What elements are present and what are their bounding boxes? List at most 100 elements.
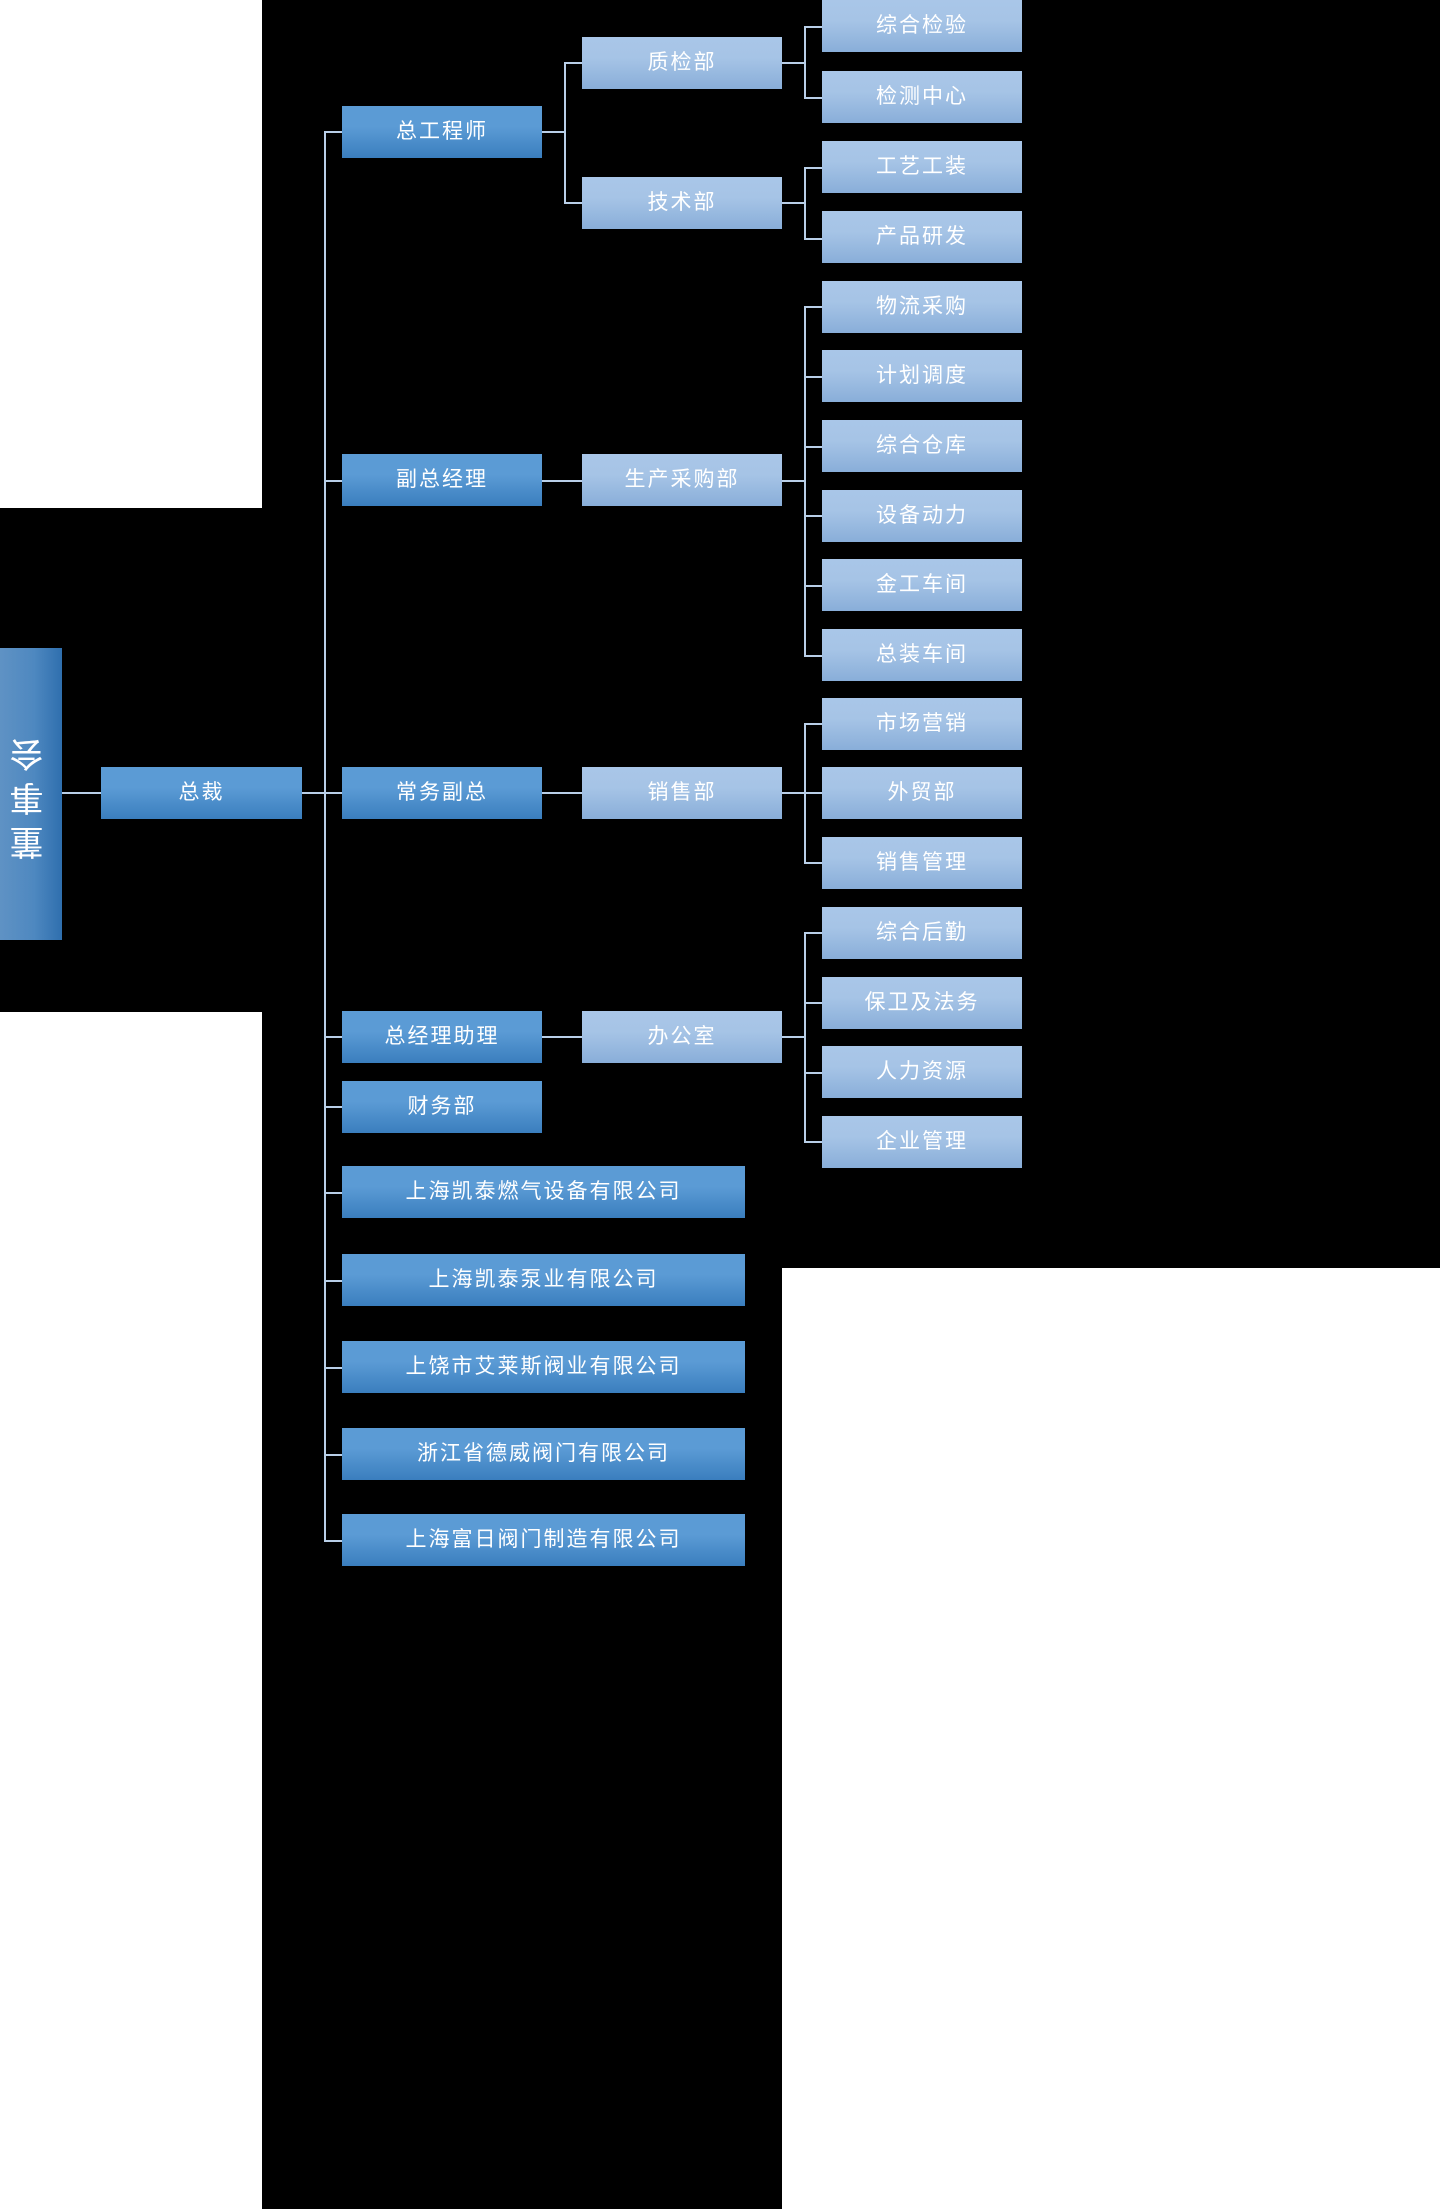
node-subsidiary-ailaisi-valve[interactable]: 上饶市艾莱斯阀业有限公司 xyxy=(342,1341,745,1393)
node-foreign-trade-label: 外贸部 xyxy=(887,781,957,805)
connector-exec-vp-out xyxy=(542,792,582,794)
node-deputy-general-manager-label: 副总经理 xyxy=(396,468,488,492)
node-comprehensive-warehouse[interactable]: 综合仓库 xyxy=(822,420,1022,472)
connector-to-foreign-trade xyxy=(804,792,822,794)
connector-to-technical-dept xyxy=(564,202,582,204)
node-marketing[interactable]: 市场营销 xyxy=(822,698,1022,750)
connector-production-out xyxy=(782,480,804,482)
connector-board-president xyxy=(62,792,101,794)
connector-to-logistics-purchasing xyxy=(804,306,822,308)
node-chief-engineer[interactable]: 总工程师 xyxy=(342,106,542,158)
node-testing-center-label: 检测中心 xyxy=(876,85,968,109)
node-comprehensive-warehouse-label: 综合仓库 xyxy=(876,434,968,458)
node-process-tooling-label: 工艺工装 xyxy=(876,155,968,179)
node-subsidiary-pump-industry-label: 上海凯泰泵业有限公司 xyxy=(428,1268,659,1292)
connector-stub-sub-3 xyxy=(324,1367,342,1369)
connector-to-testing-center xyxy=(804,97,822,99)
node-testing-center[interactable]: 检测中心 xyxy=(822,71,1022,123)
connector-level2-trunk xyxy=(324,131,326,1540)
connector-technical-branch xyxy=(804,167,806,238)
connector-stub-sub-5 xyxy=(324,1540,342,1542)
node-technical-department[interactable]: 技术部 xyxy=(582,177,782,229)
node-subsidiary-furi-valve-label: 上海富日阀门制造有限公司 xyxy=(405,1528,682,1552)
node-sales-department[interactable]: 销售部 xyxy=(582,767,782,819)
connector-stub-finance xyxy=(324,1106,342,1108)
node-process-tooling[interactable]: 工艺工装 xyxy=(822,141,1022,193)
node-machining-workshop-label: 金工车间 xyxy=(876,573,968,597)
node-enterprise-management-label: 企业管理 xyxy=(876,1130,968,1154)
node-sales-department-label: 销售部 xyxy=(647,781,717,805)
connector-to-planning-scheduling xyxy=(804,376,822,378)
connector-to-logistics-support xyxy=(804,932,822,934)
node-finance-department[interactable]: 财务部 xyxy=(342,1081,542,1133)
node-human-resources[interactable]: 人力资源 xyxy=(822,1046,1022,1098)
node-marketing-label: 市场营销 xyxy=(876,712,968,736)
node-enterprise-management[interactable]: 企业管理 xyxy=(822,1116,1022,1168)
node-planning-scheduling-label: 计划调度 xyxy=(876,364,968,388)
node-foreign-trade[interactable]: 外贸部 xyxy=(822,767,1022,819)
connector-to-quality-dept xyxy=(564,62,582,64)
connector-quality-branch xyxy=(804,26,806,97)
node-executive-vice-president[interactable]: 常务副总 xyxy=(342,767,542,819)
connector-production-branch xyxy=(804,306,806,655)
connector-to-security-legal xyxy=(804,1002,822,1004)
node-board-of-directors[interactable]: 董事会 xyxy=(0,648,62,940)
node-chief-engineer-label: 总工程师 xyxy=(396,120,488,144)
node-security-and-legal[interactable]: 保卫及法务 xyxy=(822,977,1022,1029)
node-planning-scheduling[interactable]: 计划调度 xyxy=(822,350,1022,402)
node-comprehensive-logistics[interactable]: 综合后勤 xyxy=(822,907,1022,959)
background-plate-top-left xyxy=(0,0,262,508)
connector-stub-sub-1 xyxy=(324,1192,342,1194)
connector-technical-out xyxy=(782,202,804,204)
node-equipment-power[interactable]: 设备动力 xyxy=(822,490,1022,542)
node-logistics-purchasing-label: 物流采购 xyxy=(876,295,968,319)
connector-stub-sub-4 xyxy=(324,1454,342,1456)
node-finance-department-label: 财务部 xyxy=(407,1095,477,1119)
node-subsidiary-gas-equipment[interactable]: 上海凯泰燃气设备有限公司 xyxy=(342,1166,745,1218)
node-sales-management[interactable]: 销售管理 xyxy=(822,837,1022,889)
connector-stub-sub-2 xyxy=(324,1280,342,1282)
node-subsidiary-dewei-valve[interactable]: 浙江省德威阀门有限公司 xyxy=(342,1428,745,1480)
node-comprehensive-inspection[interactable]: 综合检验 xyxy=(822,0,1022,52)
node-subsidiary-pump-industry[interactable]: 上海凯泰泵业有限公司 xyxy=(342,1254,745,1306)
connector-stub-gm-assistant xyxy=(324,1036,342,1038)
node-gm-assistant[interactable]: 总经理助理 xyxy=(342,1011,542,1063)
connector-to-enterprise-management xyxy=(804,1141,822,1143)
node-gm-assistant-label: 总经理助理 xyxy=(384,1025,500,1049)
node-product-rd-label: 产品研发 xyxy=(876,225,968,249)
node-quality-department[interactable]: 质检部 xyxy=(582,37,782,89)
node-subsidiary-furi-valve[interactable]: 上海富日阀门制造有限公司 xyxy=(342,1514,745,1566)
connector-to-process-tooling xyxy=(804,167,822,169)
connector-to-assembly-workshop xyxy=(804,655,822,657)
node-logistics-purchasing[interactable]: 物流采购 xyxy=(822,281,1022,333)
connector-to-machining-workshop xyxy=(804,585,822,587)
node-comprehensive-logistics-label: 综合后勤 xyxy=(876,921,968,945)
connector-to-hr xyxy=(804,1072,822,1074)
connector-deputy-gm-out xyxy=(542,480,582,482)
node-president[interactable]: 总裁 xyxy=(101,767,302,819)
node-technical-department-label: 技术部 xyxy=(647,191,717,215)
node-assembly-workshop-label: 总装车间 xyxy=(876,643,968,667)
node-human-resources-label: 人力资源 xyxy=(876,1060,968,1084)
connector-president-trunk xyxy=(302,792,324,794)
node-deputy-general-manager[interactable]: 副总经理 xyxy=(342,454,542,506)
node-sales-management-label: 销售管理 xyxy=(876,851,968,875)
node-security-and-legal-label: 保卫及法务 xyxy=(864,991,980,1015)
node-quality-department-label: 质检部 xyxy=(647,51,717,75)
node-production-purchasing-department[interactable]: 生产采购部 xyxy=(582,454,782,506)
node-executive-vice-president-label: 常务副总 xyxy=(396,781,488,805)
node-assembly-workshop[interactable]: 总装车间 xyxy=(822,629,1022,681)
node-office-label: 办公室 xyxy=(647,1025,717,1049)
connector-to-equipment-power xyxy=(804,515,822,517)
node-equipment-power-label: 设备动力 xyxy=(876,504,968,528)
background-plate-bottom-right xyxy=(782,1268,1440,2209)
connector-to-comprehensive-inspection xyxy=(804,26,822,28)
node-machining-workshop[interactable]: 金工车间 xyxy=(822,559,1022,611)
node-office[interactable]: 办公室 xyxy=(582,1011,782,1063)
node-subsidiary-ailaisi-valve-label: 上饶市艾莱斯阀业有限公司 xyxy=(405,1355,682,1379)
connector-office-branch xyxy=(804,932,806,1141)
connector-sales-out xyxy=(782,792,804,794)
node-board-of-directors-label: 董事会 xyxy=(11,728,50,860)
node-product-rd[interactable]: 产品研发 xyxy=(822,211,1022,263)
